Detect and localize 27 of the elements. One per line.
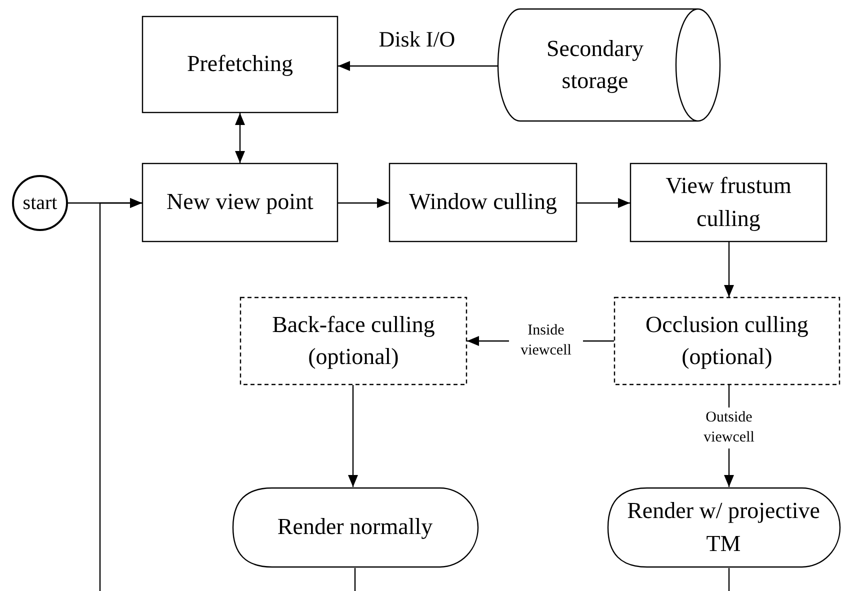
node-label: Render normally	[277, 513, 433, 542]
node-label: View frustum culling	[664, 172, 792, 233]
arrow	[577, 198, 630, 208]
process-box	[142, 163, 338, 242]
node-label: Prefetching	[186, 50, 293, 78]
node-label: start	[22, 191, 58, 216]
optional-process-box	[240, 297, 467, 385]
process-box	[142, 16, 338, 113]
optional-process-box	[614, 297, 840, 385]
process-box	[389, 163, 577, 242]
display-shape	[232, 487, 478, 568]
node-label: Secondary storage	[545, 34, 645, 95]
node-label: Render w/ projective TM	[626, 497, 821, 558]
storage-cylinder	[498, 8, 722, 122]
arrow	[348, 385, 358, 487]
arrow	[99, 198, 142, 591]
start-circle	[12, 175, 68, 231]
node-label: New view point	[166, 188, 314, 216]
arrow	[338, 198, 389, 208]
node-label: Window culling	[409, 188, 557, 216]
display-shape	[607, 487, 840, 568]
process-box	[630, 163, 827, 242]
arrow	[338, 61, 498, 71]
arrow	[235, 113, 245, 163]
node-label: Back-face culling (optional)	[271, 310, 436, 371]
node-label: Occlusion culling (optional)	[644, 310, 810, 371]
arrow	[724, 242, 734, 297]
